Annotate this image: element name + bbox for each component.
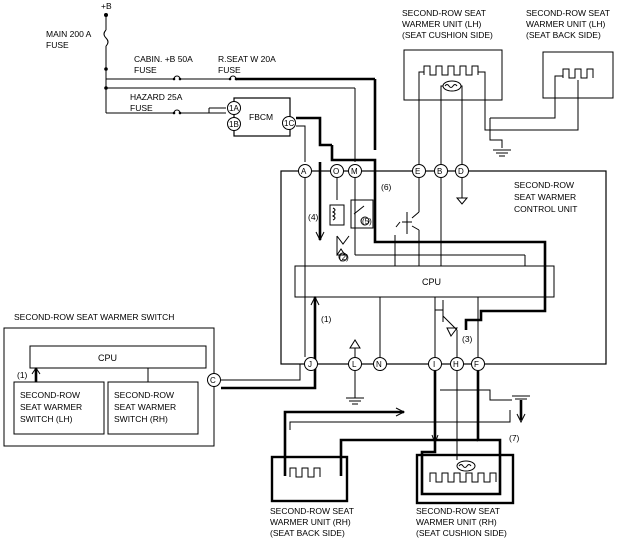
relay-contact	[350, 199, 374, 229]
svg-text:L: L	[352, 360, 357, 369]
cu-pin-m	[348, 164, 362, 178]
cu-pin-a	[298, 164, 312, 178]
svg-text:F: F	[474, 360, 479, 369]
main-fuse-label: MAIN 200 A FUSE	[46, 29, 93, 50]
lh-back-heater	[562, 68, 594, 79]
cu-pin-d	[455, 164, 469, 178]
svg-text:1B: 1B	[229, 120, 239, 129]
svg-text:N: N	[376, 360, 382, 369]
cu-pin-n	[373, 357, 387, 371]
current-path-1	[311, 297, 317, 390]
transistor-3	[435, 300, 458, 331]
switch-rh[interactable]	[107, 381, 199, 435]
lh-cushion-heater	[423, 65, 479, 76]
cu-pin-i	[428, 357, 442, 371]
svg-text:(5): (5)	[362, 217, 372, 226]
switch-cpu	[29, 345, 207, 369]
svg-text:O: O	[333, 167, 339, 176]
svg-text:A: A	[301, 167, 307, 176]
lh-thermistor	[442, 80, 462, 92]
rh-thermistor	[456, 460, 476, 472]
fbcm-pin-1a	[227, 101, 241, 115]
control-unit-label: SECOND-ROW SEAT WARMER CONTROL UNIT	[514, 180, 579, 214]
current-path-6	[330, 145, 547, 330]
switch-lh-label: SECOND-ROW SEAT WARMER SWITCH (LH)	[20, 390, 85, 424]
transistor-2	[336, 235, 350, 245]
cu-pin-e	[412, 164, 426, 178]
transistor-e	[395, 212, 412, 234]
current-path-7-back	[283, 410, 404, 476]
lh-cushion-unit	[403, 49, 503, 101]
fbcm: FBCM 1A 1B 1C	[227, 97, 332, 162]
fbcm-pin-1b	[227, 117, 241, 131]
flow-marker-1a: (1)	[17, 370, 28, 380]
current-path-7-cushion	[420, 371, 502, 496]
svg-text:E: E	[415, 167, 420, 176]
fbcm-label: FBCM	[249, 112, 273, 122]
switch-unit: SECOND-ROW SEAT WARMER SWITCH CPU SECOND…	[3, 312, 311, 447]
svg-text:(2): (2)	[339, 253, 349, 262]
rh-cushion-unit	[415, 453, 515, 505]
ground-lh	[493, 149, 511, 157]
cu-pin-o	[330, 164, 344, 178]
hazard-fuse-label: HAZARD 25A FUSE	[130, 92, 184, 113]
rh-cushion-label: SECOND-ROW SEAT WARMER UNIT (RH) (SEAT C…	[416, 506, 507, 538]
cabin-fuse-label: CABIN. +B 50A FUSE	[134, 54, 195, 75]
lh-warmer-units: SECOND-ROW SEAT WARMER UNIT (LH) (SEAT C…	[402, 8, 614, 164]
relay-coil	[329, 204, 345, 226]
svg-text:D: D	[458, 167, 464, 176]
battery-label: +B	[101, 1, 112, 11]
rseat-fuse-label: R.SEAT W 20A FUSE	[218, 54, 278, 75]
cu-pin-f	[471, 357, 485, 371]
rh-cushion-heater	[429, 472, 497, 483]
svg-text:1A: 1A	[229, 104, 239, 113]
svg-text:C: C	[210, 376, 216, 385]
lh-cushion-label: SECOND-ROW SEAT WARMER UNIT (LH) (SEAT C…	[402, 8, 493, 40]
control-unit-cpu	[294, 265, 555, 298]
svg-text:M: M	[351, 167, 358, 176]
svg-text:J: J	[308, 360, 312, 369]
cu-pin-l	[348, 357, 362, 371]
svg-text:I: I	[433, 360, 435, 369]
rh-back-label: SECOND-ROW SEAT WARMER UNIT (RH) (SEAT B…	[270, 506, 356, 538]
rh-back-heater	[289, 467, 321, 478]
switch-unit-title: SECOND-ROW SEAT WARMER SWITCH	[14, 312, 174, 322]
lh-back-label: SECOND-ROW SEAT WARMER UNIT (LH) (SEAT B…	[526, 8, 612, 40]
ground-d	[455, 194, 469, 205]
main-fuse-symbol	[103, 29, 109, 47]
svg-text:H: H	[453, 360, 459, 369]
cu-pin-b	[434, 164, 448, 178]
svg-text:1C: 1C	[284, 119, 294, 128]
rh-back-unit	[270, 455, 349, 503]
flow-marker-1b: (1)	[321, 314, 332, 324]
switch-pin-c	[207, 373, 221, 387]
flow-marker-4: (4)	[308, 212, 319, 222]
flow-marker-6: (6)	[381, 182, 392, 192]
fbcm-pin-1c	[282, 116, 296, 130]
svg-text:(3): (3)	[462, 334, 473, 344]
control-unit-cpu-label: CPU	[422, 277, 441, 287]
flow-marker-7: (7)	[509, 433, 520, 443]
switch-rh-label: SECOND-ROW SEAT WARMER SWITCH (RH)	[114, 390, 179, 424]
svg-text:B: B	[437, 167, 442, 176]
switch-lh[interactable]	[13, 381, 105, 435]
cu-pin-h	[450, 357, 464, 371]
power-supply: +B MAIN 200 A FUSE CABIN. +B 50A FUSE R.…	[46, 1, 377, 162]
rh-warmer-units: (7) SECOND-ROW SEAT WARMER UNIT (RH) (SE…	[270, 371, 530, 538]
ground-l	[346, 397, 364, 405]
switch-cpu-label: CPU	[98, 353, 117, 363]
control-unit: SECOND-ROW SEAT WARMER CONTROL UNIT CPU …	[280, 145, 607, 405]
cu-pin-j	[304, 357, 318, 371]
